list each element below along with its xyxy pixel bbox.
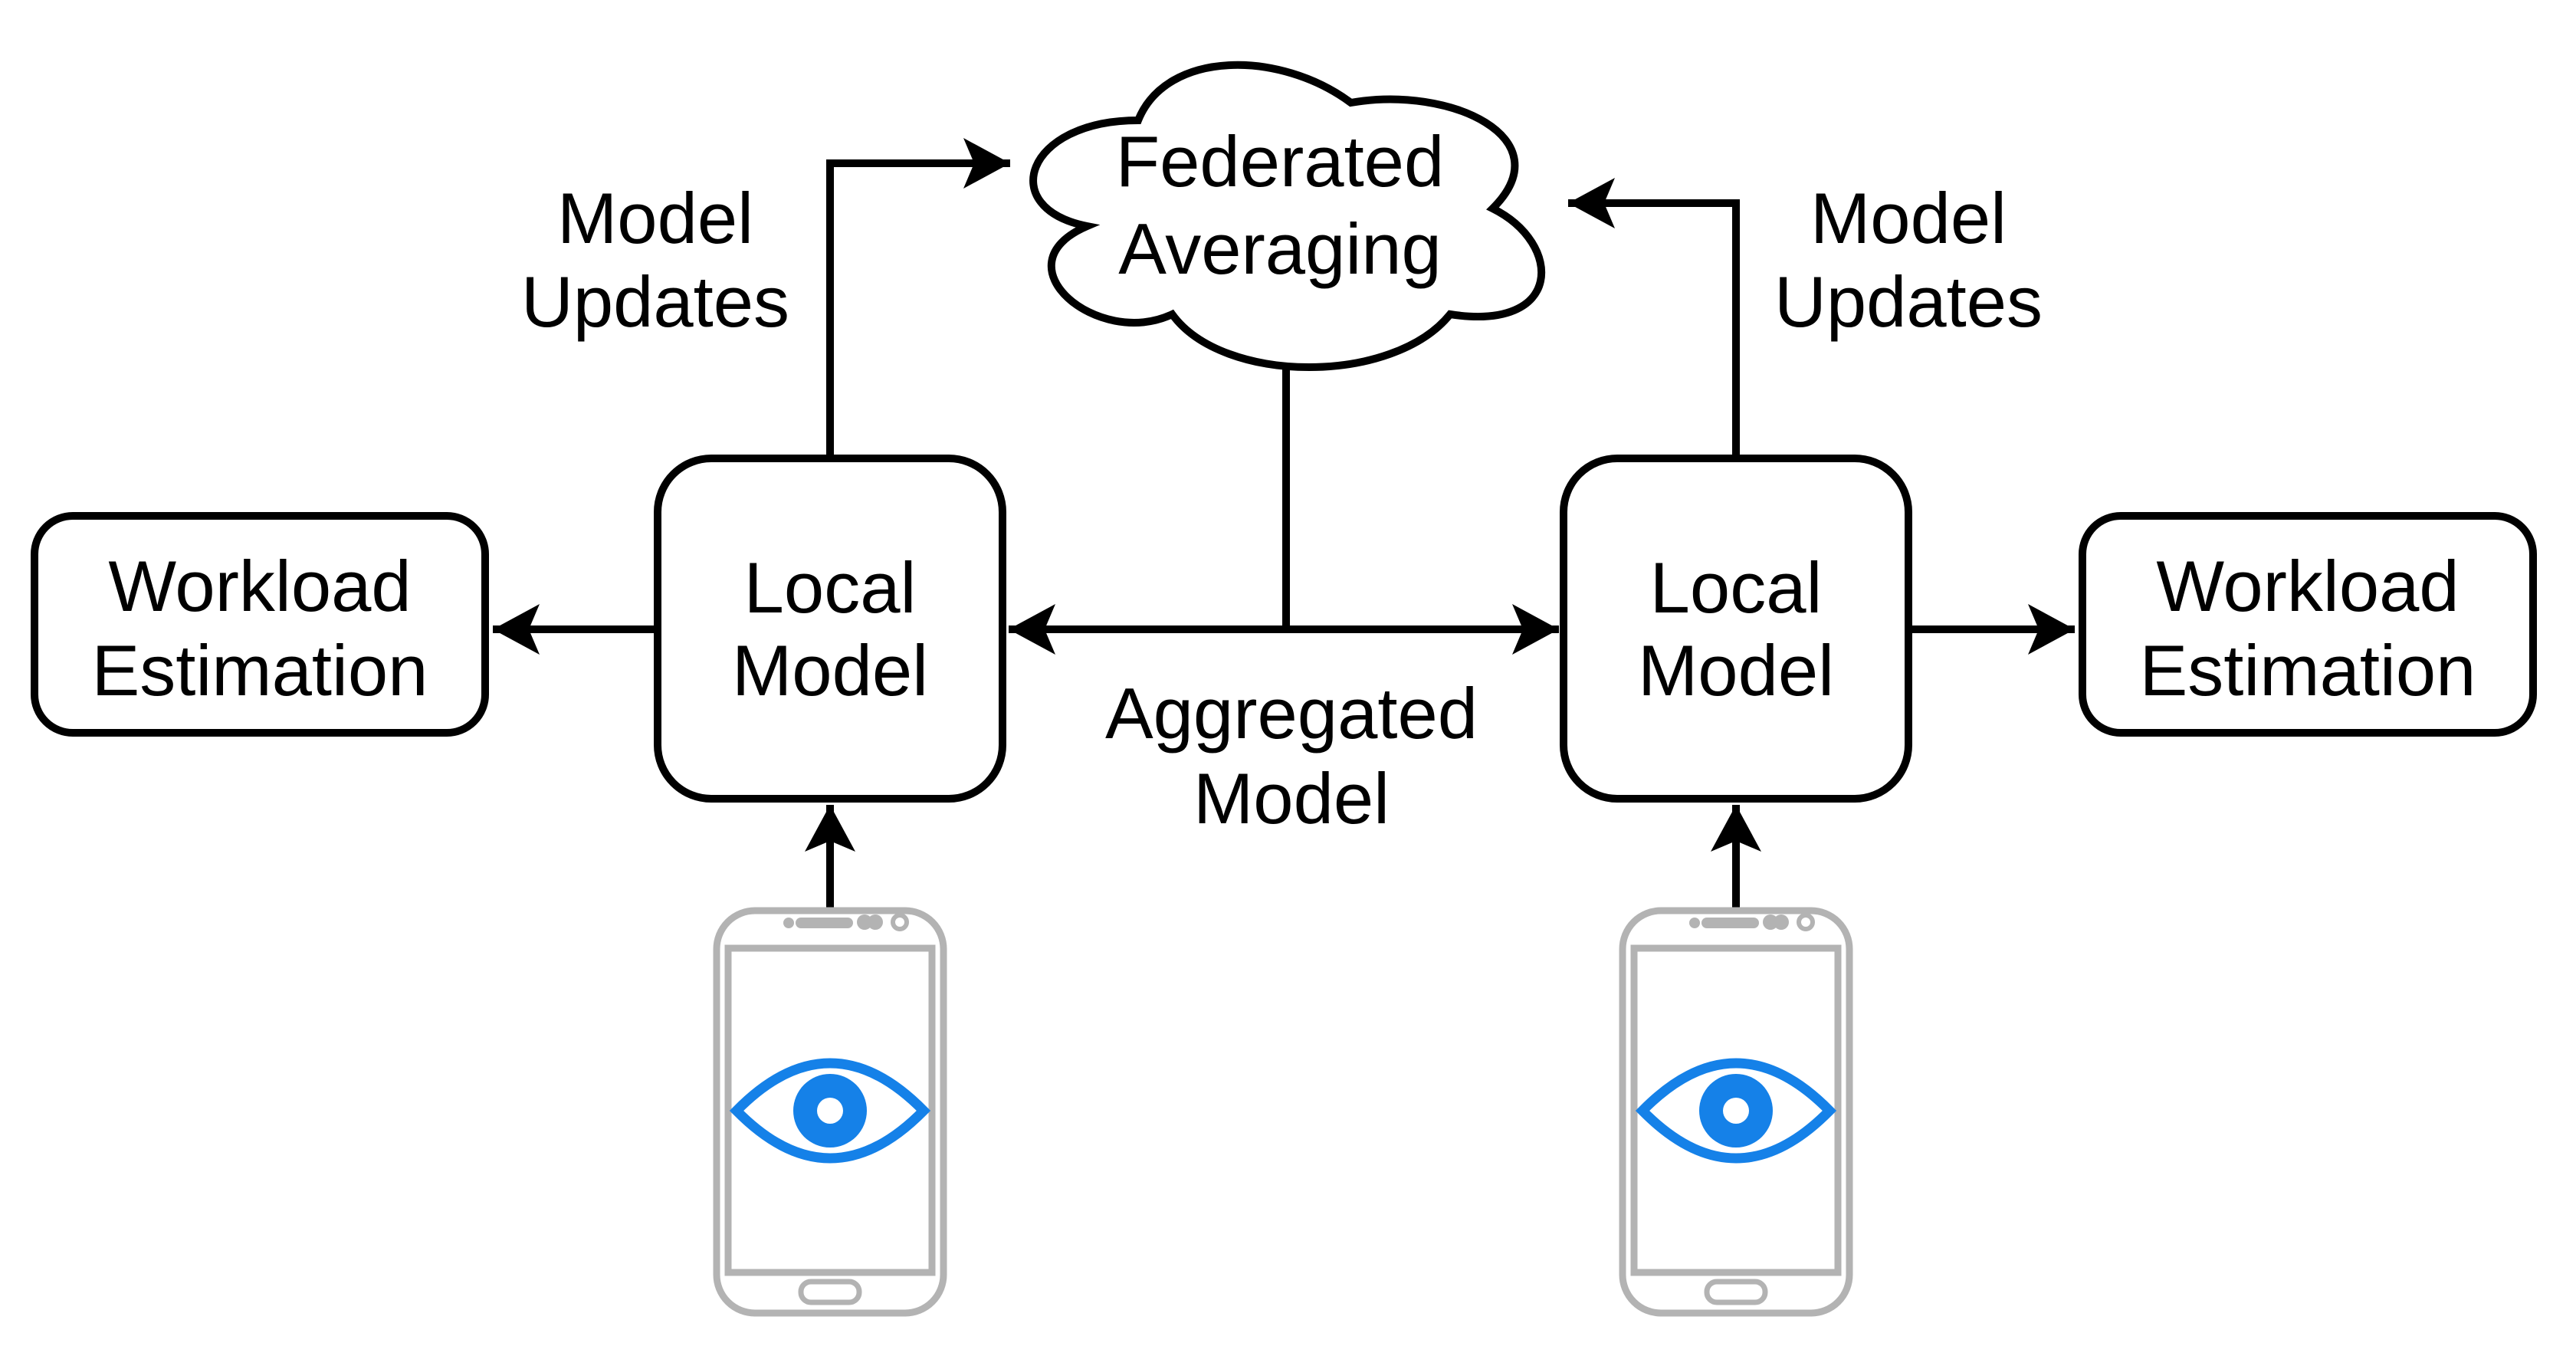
node-local-model-right: Local Model <box>1560 455 1912 803</box>
edge-model-updates-left-label1: Model <box>557 178 753 258</box>
node-workload-right-label2: Estimation <box>2140 630 2476 711</box>
node-workload-estimation-right: Workload Estimation <box>2079 512 2537 737</box>
smartphone-icon <box>713 907 947 1317</box>
node-local-left-box <box>654 455 1006 803</box>
eye-pupil <box>817 1098 843 1124</box>
node-workload-right-label1: Workload <box>2156 546 2459 626</box>
node-local-left-label1: Local <box>744 547 917 628</box>
edge-model-updates-left: Model Updates <box>521 138 1010 458</box>
edge-model-updates-right: Model Updates <box>1568 178 2043 458</box>
node-workload-left-label2: Estimation <box>92 630 428 711</box>
node-local-model-left: Local Model <box>654 455 1006 803</box>
phone-body <box>713 907 947 1317</box>
edge-aggregated-model-label2: Model <box>1193 758 1390 839</box>
node-workload-left-box <box>31 512 489 737</box>
phone-home-button <box>798 1279 862 1305</box>
eye-icon <box>729 1058 931 1164</box>
phone-sensor-dot <box>1774 914 1789 930</box>
edge-model-updates-right-label2: Updates <box>1774 261 2043 342</box>
phone-camera <box>891 913 909 931</box>
node-local-right-label2: Model <box>1638 630 1834 711</box>
edge-aggregated-model: Aggregated Model <box>1009 604 1559 839</box>
phone-sensor-dot <box>857 914 872 930</box>
eye-icon <box>1635 1058 1837 1164</box>
node-workload-estimation-left: Workload Estimation <box>31 512 489 737</box>
edge-model-updates-right-line <box>1568 178 1740 458</box>
phone-sensor-dot <box>1689 918 1700 928</box>
node-workload-left-label1: Workload <box>108 546 411 626</box>
phone-sensor-dot <box>868 914 883 930</box>
phone-speaker <box>796 918 853 928</box>
phone-body <box>1619 907 1853 1317</box>
edge-model-updates-left-line <box>826 138 1010 458</box>
smartphone-icon <box>1619 907 1853 1317</box>
phone-sensor-dot <box>783 918 794 928</box>
edge-aggregated-model-label1: Aggregated <box>1105 673 1478 754</box>
phone-home-button <box>1704 1279 1768 1305</box>
node-local-left-label2: Model <box>732 630 928 711</box>
phone-speaker <box>1701 918 1759 928</box>
node-local-right-box <box>1560 455 1912 803</box>
phone-sensor-dot <box>1763 914 1778 930</box>
phone-camera <box>1797 913 1815 931</box>
cloud-label-line1: Federated <box>1116 121 1445 202</box>
phone-screen <box>1630 944 1842 1276</box>
cloud-label-line2: Averaging <box>1118 208 1442 289</box>
node-workload-right-box <box>2079 512 2537 737</box>
node-local-right-label1: Local <box>1650 547 1823 628</box>
eye-pupil <box>1723 1098 1749 1124</box>
edge-model-updates-right-label1: Model <box>1810 178 2007 258</box>
cloud-federated-averaging: Federated Averaging <box>1029 61 1546 371</box>
cloud-shape <box>1029 61 1546 371</box>
phone-screen <box>724 944 936 1276</box>
edge-model-updates-left-label2: Updates <box>521 261 789 342</box>
